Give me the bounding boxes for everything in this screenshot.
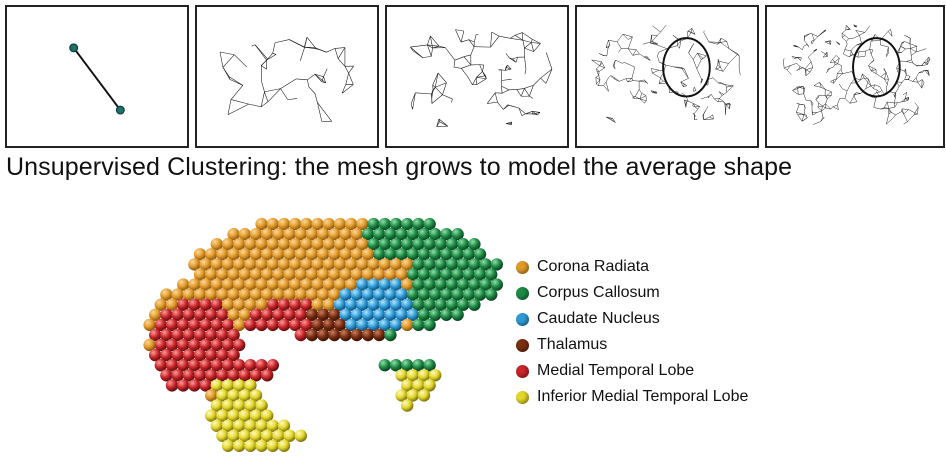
legend-label: Medial Temporal Lobe [537,362,694,380]
legend-item-inferior-medial-temporal-lobe: Inferior Medial Temporal Lobe [516,384,748,410]
mesh-panel-4 [575,5,759,148]
legend-swatch-yellow [516,391,529,404]
figure-caption: Unsupervised Clustering: the mesh grows … [6,153,792,182]
mesh-stage-4 [577,7,757,146]
legend-item-corona-radiata: Corona Radiata [516,254,748,280]
region-legend: Corona Radiata Corpus Callosum Caudate N… [516,254,748,410]
mesh-stage-5 [767,7,943,146]
legend-swatch-red [516,365,529,378]
legend-item-corpus-callosum: Corpus Callosum [516,280,748,306]
legend-swatch-brown [516,339,529,352]
legend-item-medial-temporal-lobe: Medial Temporal Lobe [516,358,748,384]
legend-item-thalamus: Thalamus [516,332,748,358]
mesh-panel-5 [765,5,945,148]
legend-label: Caudate Nucleus [537,310,660,328]
legend-swatch-green [516,287,529,300]
mesh-stage-2 [197,7,377,146]
brain-cluster-illustration [140,208,512,466]
mesh-panel-3 [385,5,569,148]
legend-swatch-blue [516,313,529,326]
legend-label: Inferior Medial Temporal Lobe [537,388,748,406]
legend-label: Thalamus [537,336,607,354]
legend-swatch-orange [516,261,529,274]
mesh-panel-2 [195,5,379,148]
legend-item-caudate-nucleus: Caudate Nucleus [516,306,748,332]
mesh-panel-1 [5,5,189,148]
mesh-stage-3 [387,7,567,146]
mesh-stage-1 [7,7,187,146]
legend-label: Corpus Callosum [537,284,660,302]
legend-label: Corona Radiata [537,258,649,276]
